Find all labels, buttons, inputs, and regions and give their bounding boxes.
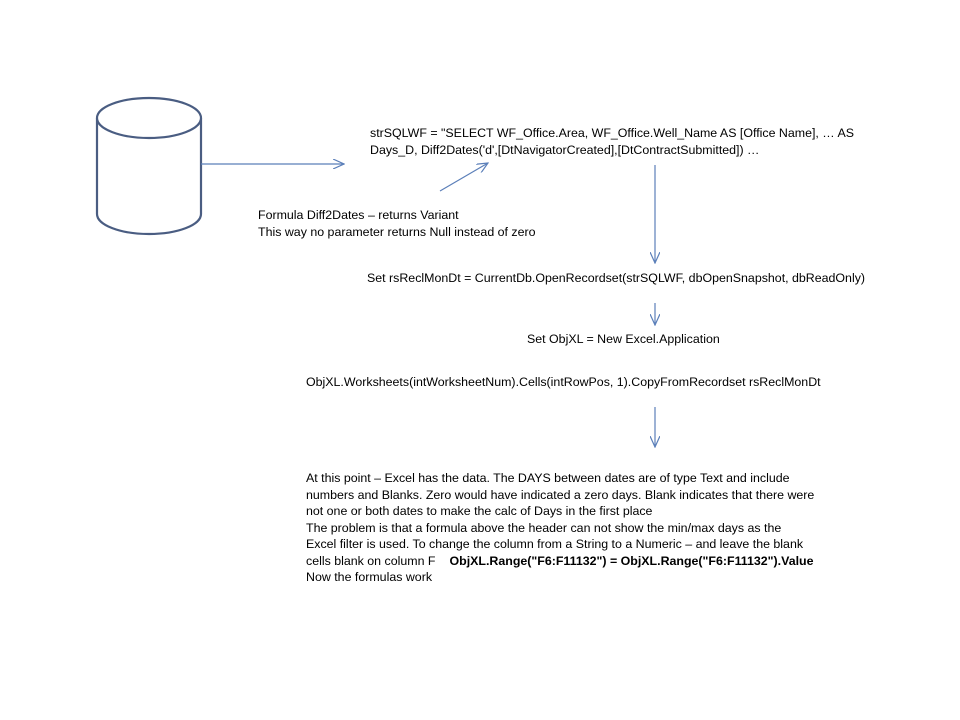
excel-statement: Set ObjXL = New Excel.Application <box>527 331 720 348</box>
explanation-line-1: At this point – Excel has the data. The … <box>306 471 790 485</box>
formula-note: Formula Diff2Dates – returns Variant Thi… <box>258 207 536 240</box>
recordset-statement-text: Set rsReclMonDt = CurrentDb.OpenRecordse… <box>367 271 866 285</box>
explanation-line-3: not one or both dates to make the calc o… <box>306 504 653 518</box>
explanation-line-6-prefix: cells blank on column F <box>306 553 436 568</box>
database-cylinder-icon <box>95 96 203 236</box>
explanation-line-5: Excel filter is used. To change the colu… <box>306 537 804 551</box>
sql-statement-line-2: Days_D, Diff2Dates('d',[DtNavigatorCreat… <box>370 142 760 157</box>
recordset-statement: Set rsReclMonDt = CurrentDb.OpenRecordse… <box>367 270 865 287</box>
sql-statement: strSQLWF = "SELECT WF_Office.Area, WF_Of… <box>370 125 854 158</box>
explanation-line-7: Now the formulas work <box>306 570 433 584</box>
excel-statement-text: Set ObjXL = New Excel.Application <box>527 332 720 346</box>
sql-statement-line-1: strSQLWF = "SELECT WF_Office.Area, WF_Of… <box>370 126 854 140</box>
copy-statement: ObjXL.Worksheets(intWorksheetNum).Cells(… <box>306 374 821 391</box>
explanation-line-4: The problem is that a formula above the … <box>306 520 782 535</box>
copy-statement-text: ObjXL.Worksheets(intWorksheetNum).Cells(… <box>306 375 821 389</box>
formula-note-line-2: This way no parameter returns Null inste… <box>258 224 536 239</box>
explanation-line-2: numbers and Blanks. Zero would have indi… <box>306 487 815 502</box>
arrow-note-to-sql <box>439 163 488 192</box>
explanation-line-6: cells blank on column F ObjXL.Range("F6:F… <box>306 553 814 570</box>
explanation-block: At this point – Excel has the data. The … <box>306 470 814 586</box>
formula-note-line-1: Formula Diff2Dates – returns Variant <box>258 208 459 222</box>
range-value-code: ObjXL.Range("F6:F11132") = ObjXL.Range("… <box>449 553 814 568</box>
